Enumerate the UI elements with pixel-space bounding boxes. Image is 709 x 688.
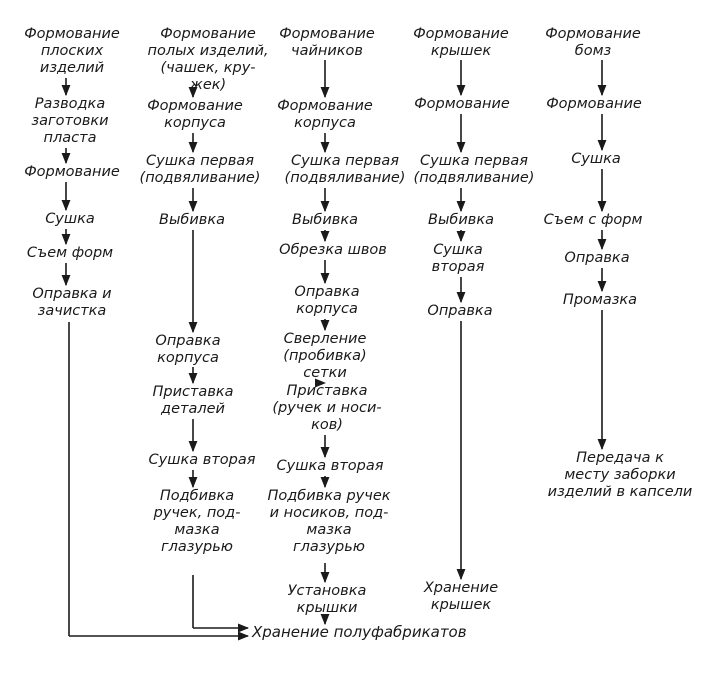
node-forming: Формование	[546, 96, 642, 112]
node-forming: Формование	[414, 96, 510, 112]
node-first-drying: Сушка первая(подвяливание)	[139, 153, 261, 186]
node-mold-removal: Съем с форм	[543, 212, 643, 228]
node-seam-trimming: Обрезка швов	[279, 242, 387, 258]
node-first-drying: Сушка первая(подвяливание)	[413, 153, 535, 186]
node-knockout: Выбивка	[428, 212, 494, 228]
node-first-drying: Сушка первая(подвяливание)	[284, 153, 406, 186]
node-handles-spouts-attaching: Приставка(ручек и носи-ков)	[272, 383, 382, 433]
node-knockout: Выбивка	[159, 212, 225, 228]
node-trimming: Оправка	[564, 250, 630, 266]
node-drying: Сушка	[45, 211, 95, 227]
node-strainer-drilling: Сверление(пробивка)сетки	[283, 331, 367, 381]
node-semifinished-storage: Хранение полуфабрикатов	[252, 623, 467, 641]
node-forming: Формование	[24, 164, 120, 180]
node-second-drying: Сушка вторая	[276, 458, 384, 474]
node-mold-removal: Съем форм	[26, 245, 114, 261]
node-second-drying: Сушка вторая	[148, 452, 256, 468]
node-drying: Сушка	[571, 151, 621, 167]
node-knockout: Выбивка	[292, 212, 358, 228]
node-trimming: Оправка	[427, 303, 493, 319]
node-coating: Промазка	[562, 292, 638, 308]
